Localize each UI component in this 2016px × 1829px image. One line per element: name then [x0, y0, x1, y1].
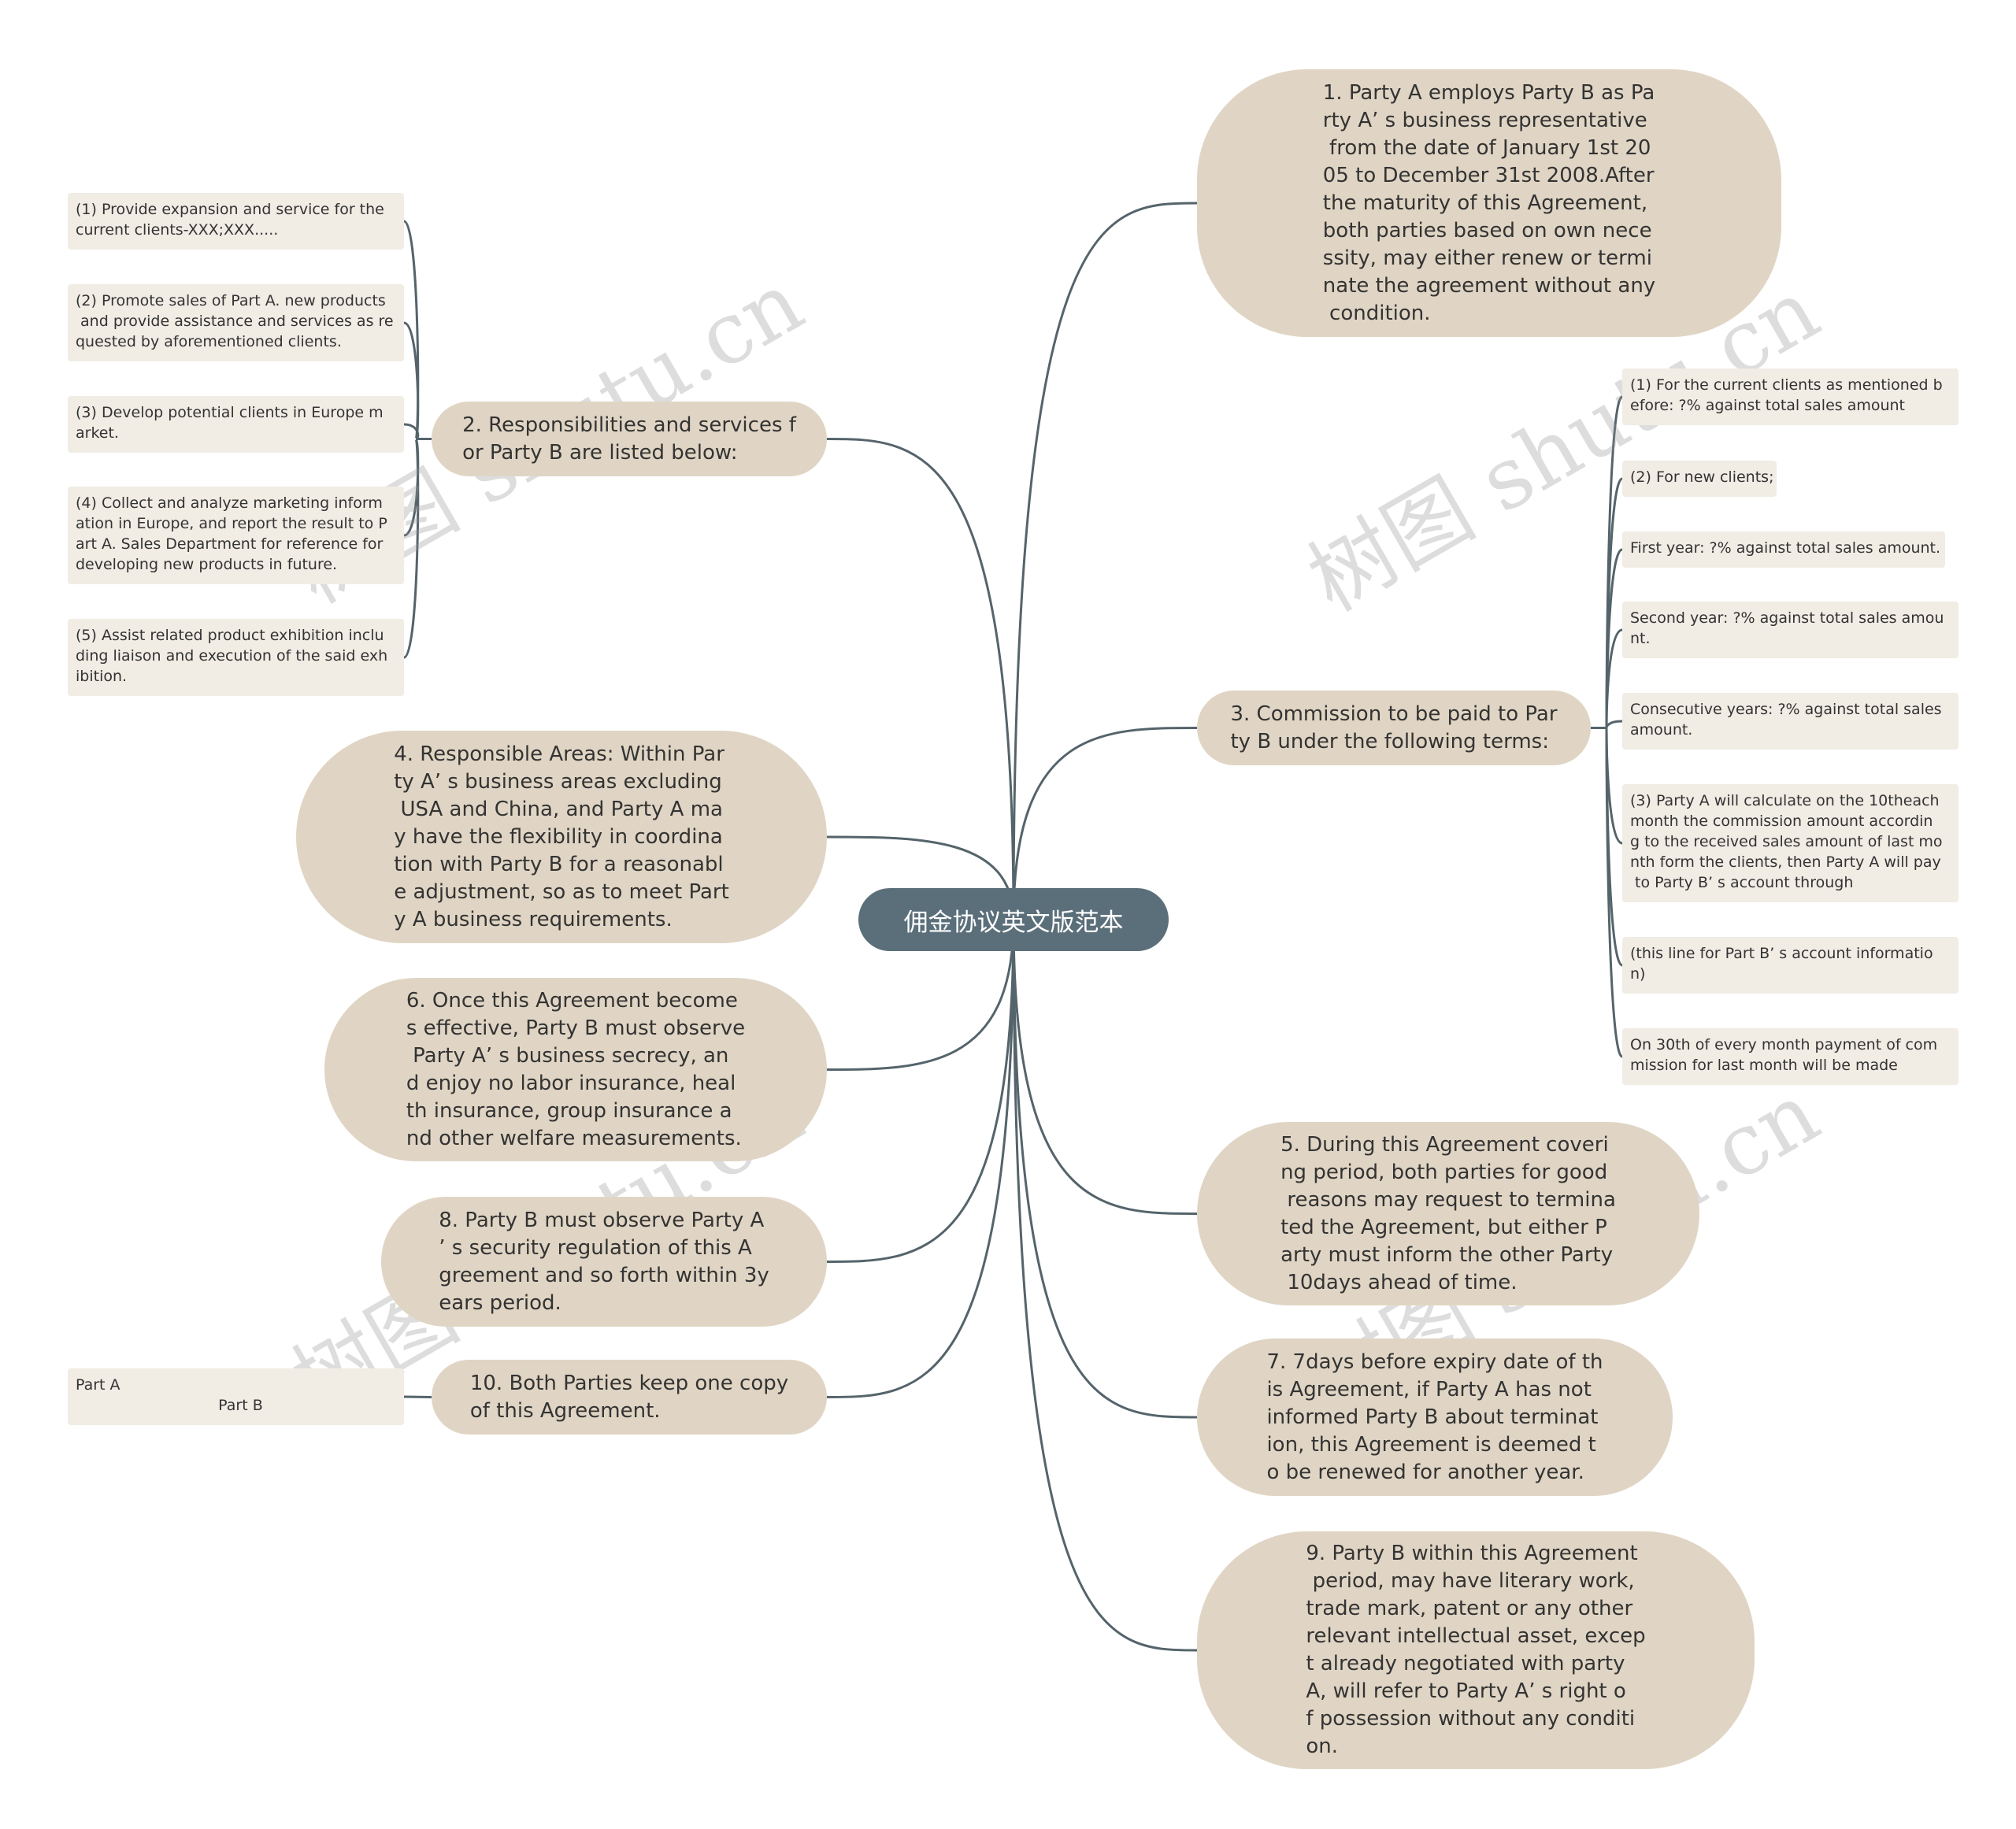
branch-9-intellectual-asset[interactable]: 9. Party B within this Agreement period,…	[1197, 1531, 1755, 1769]
leaf-b2-1[interactable]: (1) Provide expansion and service for th…	[68, 193, 404, 250]
leaf-b3-1[interactable]: (1) For the current clients as mentioned…	[1622, 368, 1959, 425]
branch-9-label: 9. Party B within this Agreement period,…	[1306, 1542, 1646, 1758]
branch-1-label: 1. Party A employs Party B as Pa rty A’ …	[1322, 80, 1656, 325]
branch-3-label: 3. Commission to be paid to Par ty B und…	[1230, 702, 1558, 753]
link-leaf-b3-8	[1591, 727, 1624, 1058]
branch-4-areas[interactable]: 4. Responsible Areas: Within Par ty A’ s…	[296, 731, 827, 943]
branch-3-commission[interactable]: 3. Commission to be paid to Par ty B und…	[1197, 691, 1591, 765]
link-branch-2-responsibilities	[826, 438, 1015, 920]
root-topic[interactable]: 佣金协议英文版范本	[858, 888, 1169, 951]
leaf-b3-2[interactable]: (2) For new clients;	[1622, 461, 1777, 497]
link-branch-9-intellectual-asset	[1012, 919, 1198, 1652]
branch-1-term[interactable]: 1. Party A employs Party B as Pa rty A’ …	[1197, 69, 1781, 337]
link-branch-3-commission	[1012, 727, 1198, 920]
branch-8-security[interactable]: 8. Party B must observe Party A ’ s secu…	[381, 1197, 827, 1327]
link-branch-6-secrecy	[826, 919, 1015, 1071]
leaf-b3-5[interactable]: Consecutive years: ?% against total sale…	[1622, 693, 1959, 750]
branch-6-label: 6. Once this Agreement become s effectiv…	[406, 988, 746, 1150]
link-branch-8-security	[826, 919, 1015, 1263]
branch-2-label: 2. Responsibilities and services f or Pa…	[462, 413, 796, 465]
leaf-b10-signatures[interactable]: Part A Part B	[68, 1368, 404, 1425]
branch-5-label: 5. During this Agreement coveri ng perio…	[1280, 1132, 1616, 1294]
leaf-b2-3[interactable]: (3) Develop potential clients in Europe …	[68, 396, 404, 453]
link-branch-1-term	[1012, 202, 1198, 920]
link-leaf-b2-5	[402, 438, 432, 659]
leaf-b3-6[interactable]: (3) Party A will calculate on the 10thea…	[1622, 784, 1959, 902]
link-leaf-b10-signatures	[403, 1395, 432, 1398]
leaf-b3-7[interactable]: (this line for Part B’ s account informa…	[1622, 937, 1959, 994]
branch-5-termination[interactable]: 5. During this Agreement coveri ng perio…	[1197, 1122, 1699, 1305]
branch-2-responsibilities[interactable]: 2. Responsibilities and services f or Pa…	[432, 402, 827, 476]
link-branch-5-termination	[1012, 919, 1198, 1215]
leaf-b2-5[interactable]: (5) Assist related product exhibition in…	[68, 619, 404, 696]
leaf-b3-3[interactable]: First year: ?% against total sales amoun…	[1622, 531, 1945, 568]
link-branch-10-copies	[826, 919, 1015, 1398]
branch-7-label: 7. 7days before expiry date of th is Agr…	[1266, 1350, 1603, 1484]
branch-10-label: 10. Both Parties keep one copy of this A…	[469, 1371, 789, 1423]
branch-7-renewal[interactable]: 7. 7days before expiry date of th is Agr…	[1197, 1338, 1673, 1496]
branch-8-label: 8. Party B must observe Party A ’ s secu…	[439, 1208, 769, 1315]
leaf-b3-4[interactable]: Second year: ?% against total sales amou…	[1622, 602, 1959, 658]
leaf-b2-2[interactable]: (2) Promote sales of Part A. new product…	[68, 284, 404, 361]
branch-6-secrecy[interactable]: 6. Once this Agreement become s effectiv…	[324, 978, 827, 1161]
branch-10-copies[interactable]: 10. Both Parties keep one copy of this A…	[432, 1360, 827, 1435]
leaf-b3-8[interactable]: On 30th of every month payment of com mi…	[1622, 1028, 1959, 1085]
branch-4-label: 4. Responsible Areas: Within Par ty A’ s…	[394, 742, 729, 931]
leaf-b2-4[interactable]: (4) Collect and analyze marketing inform…	[68, 487, 404, 584]
link-branch-7-renewal	[1012, 919, 1198, 1419]
